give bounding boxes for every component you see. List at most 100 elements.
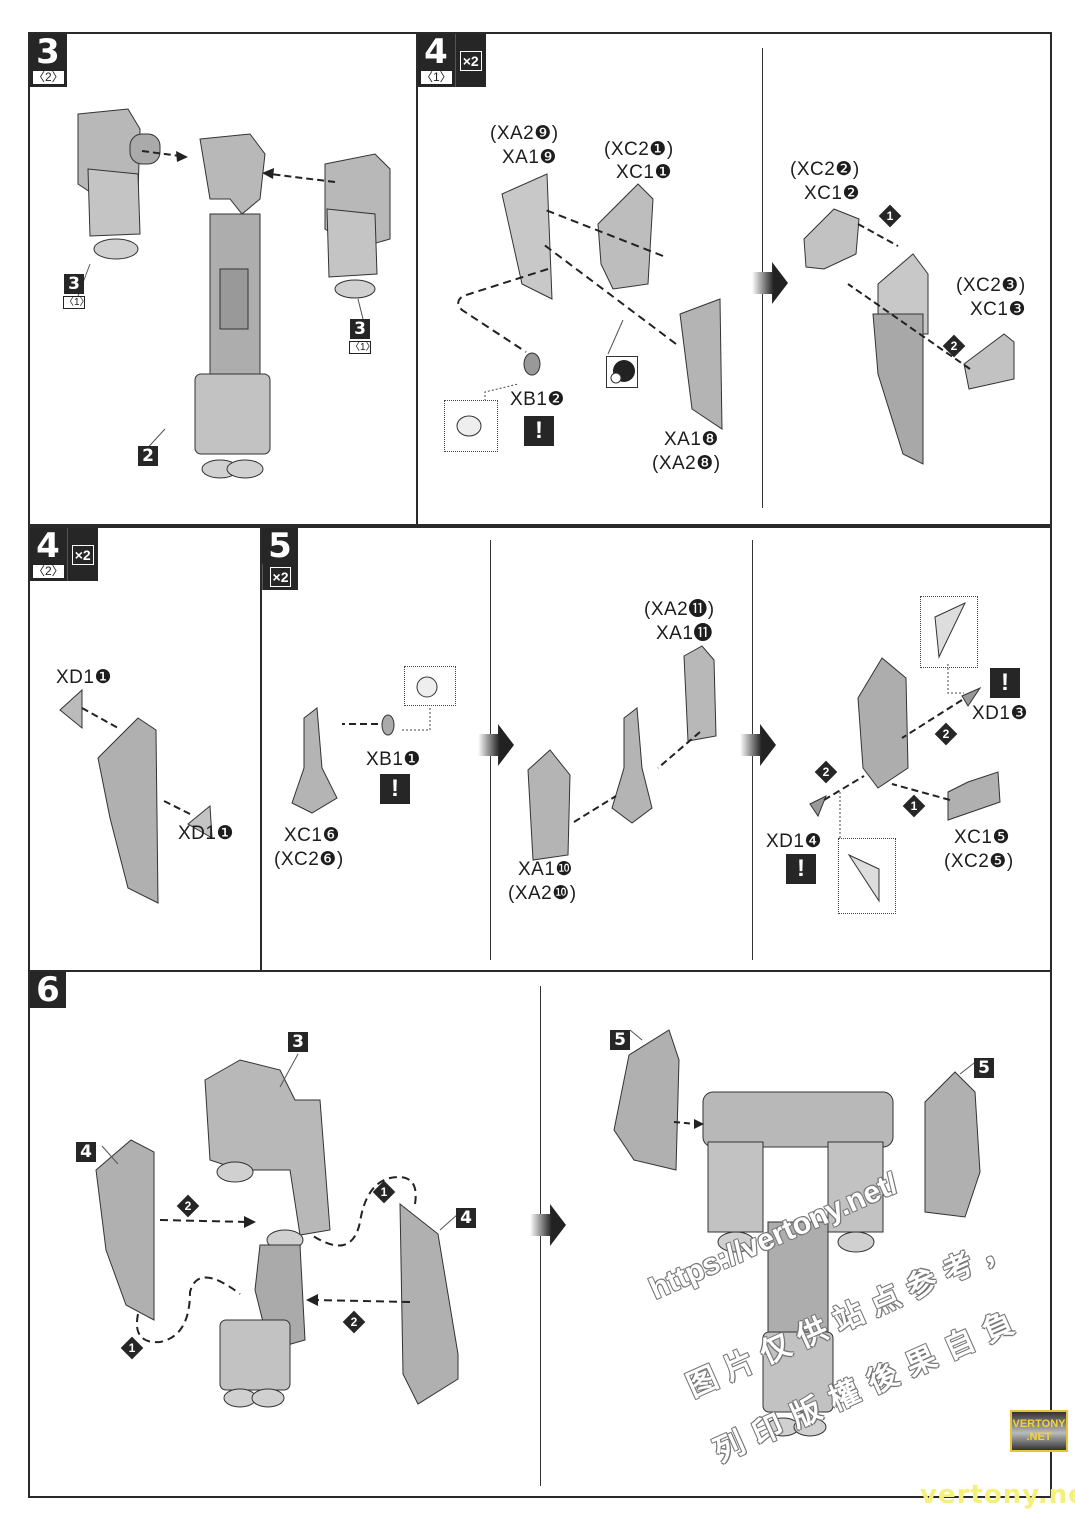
- step-number: 5: [268, 526, 292, 566]
- dashed-guides: [342, 700, 431, 731]
- step-3-header: 3 〈2〉: [30, 34, 67, 87]
- part-xd1-3: [961, 686, 982, 707]
- vertony-logo: VERTONY.NET: [1010, 1410, 1068, 1452]
- part-label-xd1-3: XD1❸: [972, 703, 1028, 724]
- step-6-header: 6: [30, 972, 66, 1008]
- dashed-guides: [81, 707, 191, 815]
- dashed-guides: [823, 664, 964, 838]
- part-xa1-9: [501, 173, 553, 300]
- part-detail-icon: [456, 415, 482, 437]
- part-label-xc1-5: XC1❺: [954, 827, 1010, 848]
- part-detail-icon: [847, 853, 880, 903]
- part-label-xd1-4: XD1❹: [766, 831, 822, 852]
- next-arrow-icon: [478, 724, 514, 766]
- part-label-xa2-10: (XA2❿): [508, 883, 577, 904]
- dashed-guides: [573, 731, 701, 823]
- warning-icon: !: [990, 668, 1020, 698]
- part-label-xa1-11: XA1⓫: [656, 623, 713, 644]
- part-xa1-10: [527, 749, 571, 861]
- ref-step-3-right: 3: [350, 319, 370, 339]
- part-xc1-3: [963, 333, 1015, 390]
- multiplier-badge: ×2: [269, 567, 292, 587]
- part-label-xc2-3: (XC2❸): [956, 275, 1026, 296]
- ref-step-4-right: 4: [456, 1208, 476, 1228]
- part-label-xc1-6: XC1❻: [284, 825, 340, 846]
- substep-label: 〈1〉: [420, 70, 453, 85]
- part-label-xa2-9: (XA2❾): [490, 123, 559, 144]
- part-label-xc1-2: XC1❷: [804, 183, 860, 204]
- multiplier-badge: ×2: [71, 544, 94, 565]
- part-label-xc2-5: (XC2❺): [944, 851, 1014, 872]
- multiplier: ×2: [454, 34, 486, 87]
- ref-step-3-left: 3: [64, 274, 84, 294]
- ref-step-3: 3: [288, 1032, 308, 1052]
- next-arrow-icon: [752, 262, 788, 304]
- part-label-xc1-3: XC1❸: [970, 299, 1026, 320]
- part-detail-icon: [416, 676, 438, 698]
- part-xd1-1-right: [187, 804, 213, 839]
- order-marker-2: 2: [942, 334, 966, 358]
- detail-inset-xd1-3: [920, 596, 978, 668]
- detail-inset-xb1-1: [404, 666, 456, 706]
- part-xa1-11: [683, 645, 717, 742]
- multiplier-badge: ×2: [459, 50, 482, 71]
- torso-part: [194, 133, 271, 479]
- ref-step-2: 2: [138, 446, 158, 466]
- order-marker-2: 2: [934, 722, 958, 746]
- step-6-panel: 6 3 4 4 1 2 1 2: [28, 970, 1052, 1498]
- substep-label: 〈2〉: [32, 70, 65, 85]
- part-label-xb1-2: XB1❷: [510, 389, 565, 410]
- warning-icon: !: [380, 774, 410, 804]
- detail-inset-xb1: [444, 400, 498, 452]
- dashed-guides-right: [847, 223, 971, 370]
- step-3-panel: 3 〈2〉 3 〈1〉 3 〈1〉 2: [28, 32, 418, 526]
- assembly-full: [702, 1091, 894, 1437]
- step-number: 4: [424, 32, 448, 72]
- step-4-2-panel: 4 〈2〉 ×2 XD1❶ XD1❶: [28, 526, 262, 972]
- part-4-right: [399, 1202, 459, 1405]
- part-label-xc2-6: (XC2❻): [274, 849, 344, 870]
- warning-icon: !: [524, 416, 554, 446]
- part-assembly: [872, 253, 929, 465]
- part-label-xa1-8: XA1❽: [664, 429, 719, 450]
- part-label-xc2-2: (XC2❷): [790, 159, 860, 180]
- next-arrow-icon: [740, 724, 776, 766]
- order-marker-2: 2: [814, 760, 838, 784]
- part-leg-armor-assembly: [857, 657, 909, 789]
- part-xb1-2: [523, 352, 541, 376]
- part-leg-armor: [97, 717, 159, 904]
- part-detail-icon: [934, 601, 967, 659]
- substep-label: 〈2〉: [32, 564, 65, 579]
- detail-inset-xd1-4: [838, 838, 896, 914]
- part-xc1-5: [947, 771, 1001, 821]
- leg-part-left: [77, 108, 161, 260]
- part-label-xa2-11: (XA2⓫): [644, 599, 715, 620]
- dashed-guides: [629, 1029, 979, 1129]
- dashed-guides: [101, 1053, 459, 1344]
- part-5-left: [613, 1029, 680, 1171]
- ref-step-4-left: 4: [76, 1142, 96, 1162]
- part-xc1-1: [597, 183, 654, 290]
- step-4-2-header: 4 〈2〉 ×2: [30, 528, 98, 581]
- logo-line-2: .NET: [1026, 1431, 1052, 1443]
- step-4-1-header: 4 〈1〉 ×2: [418, 34, 486, 87]
- part-label-xd1-1-bottom: XD1❶: [178, 823, 234, 844]
- step-5-header: 5 ×2: [262, 528, 298, 590]
- next-arrow-icon: [530, 1204, 566, 1246]
- part-xc1-10-assembly: [611, 707, 653, 824]
- grease-icon: [606, 356, 638, 388]
- part-xc1-2: [803, 208, 860, 270]
- step-5-panel: 5 ×2 XB1❶ ! XC1❻ (XC2❻) (XA2⓫) XA1⓫ XA1❿…: [260, 526, 1052, 972]
- order-marker-1: 1: [878, 204, 902, 228]
- part-label-xa1-9: XA1❾: [502, 147, 557, 168]
- part-4-left: [95, 1139, 155, 1321]
- footer-watermark: vertony.net: [920, 1480, 1075, 1510]
- part-5-right: [924, 1071, 981, 1218]
- step-4-1-panel: 4 〈1〉 ×2 (XA2❾) XA1❾ (XC2❶) XC1❶ XB1❷ ! …: [416, 32, 1052, 526]
- logo-line-1: VERTONY: [1012, 1418, 1066, 1430]
- ref-substep-right: 〈1〉: [349, 341, 376, 354]
- step-number: 3: [36, 32, 60, 72]
- ref-substep-left: 〈1〉: [63, 296, 90, 309]
- part-label-xc2-1: (XC2❶): [604, 139, 674, 160]
- part-label-xc1-1: XC1❶: [616, 162, 672, 183]
